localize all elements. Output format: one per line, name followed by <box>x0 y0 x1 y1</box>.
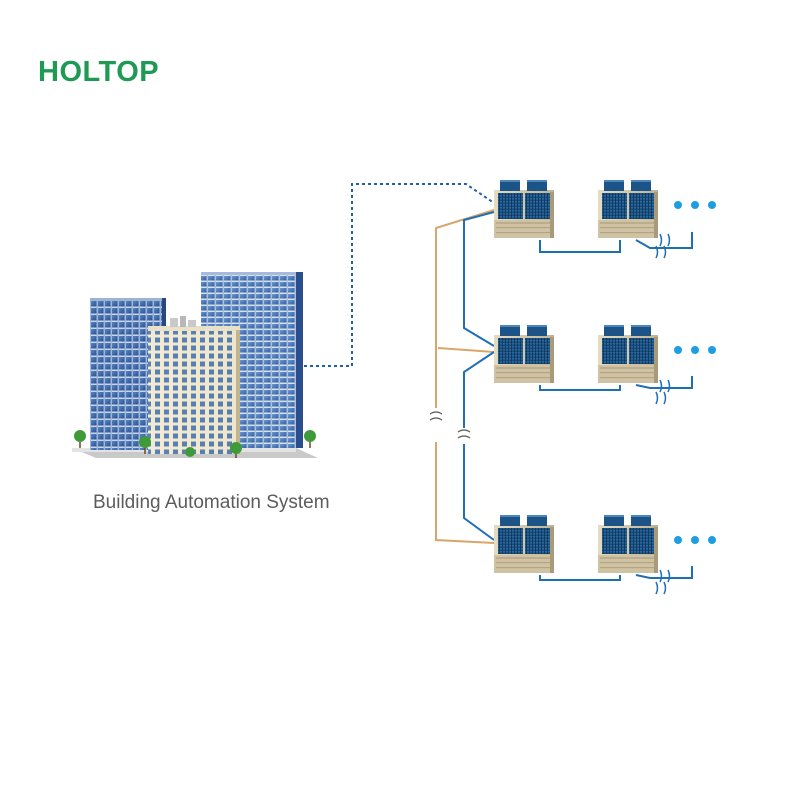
more-units-dots <box>674 536 716 544</box>
more-units-dots <box>674 346 716 354</box>
bas-link-line <box>304 183 495 367</box>
building-illustration <box>72 272 318 458</box>
holtop-logo: HOLTOP <box>38 56 160 88</box>
bus-break-mark <box>457 429 471 439</box>
outdoor-unit-slave <box>598 180 658 238</box>
outdoor-unit-master <box>494 180 554 238</box>
refrigerant-bus <box>463 211 495 541</box>
outdoor-unit-slave <box>598 325 658 383</box>
outdoor-unit-slave <box>598 515 658 573</box>
building-automation-label: Building Automation System <box>93 492 330 513</box>
control-wire <box>435 209 495 544</box>
vrf-row-1 <box>494 180 716 259</box>
outdoor-unit-master <box>494 515 554 573</box>
outdoor-unit-master <box>494 325 554 383</box>
vrf-row-3 <box>494 515 716 595</box>
wire-break-mark <box>429 411 443 421</box>
more-units-dots <box>674 201 716 209</box>
vrf-row-2 <box>494 325 716 405</box>
